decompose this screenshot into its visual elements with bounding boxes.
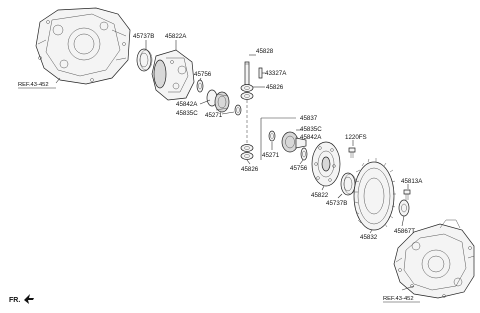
label-45826-bottom: 45826 xyxy=(241,166,259,173)
label-43327A: 43327A xyxy=(265,70,287,77)
part-43327A-pin xyxy=(258,67,263,79)
part-45737B-bearing-top xyxy=(136,48,153,72)
part-45826-gear-bottom xyxy=(240,144,254,160)
ref-label-top-left: REF.43-452 xyxy=(18,82,49,88)
front-label: FR. xyxy=(9,297,20,304)
label-45832: 45832 xyxy=(360,234,378,241)
label-45822: 45822 xyxy=(311,192,329,199)
label-45756-top: 45756 xyxy=(194,71,212,78)
label-45835C-mid: 45835C xyxy=(300,126,322,133)
label-45756-mid: 45756 xyxy=(290,165,308,172)
part-45832-ring-gear xyxy=(353,158,396,231)
part-45826-gear-top xyxy=(240,84,254,100)
label-45842A-mid: 45842A xyxy=(300,134,322,141)
part-45271-pinion-top xyxy=(234,104,242,116)
label-45271-mid: 45271 xyxy=(262,152,280,159)
label-1220FS: 1220FS xyxy=(345,134,367,141)
part-45828-pinion-shaft xyxy=(244,61,250,87)
front-arrow-icon xyxy=(24,294,34,304)
transaxle-case-top-left xyxy=(35,7,131,85)
part-45822A-differential-case xyxy=(151,49,195,101)
label-45826-top: 45826 xyxy=(266,84,284,91)
part-45842A-side-gear-mid xyxy=(281,131,307,153)
part-45756-washer-mid xyxy=(300,147,308,161)
label-45835C-top: 45835C xyxy=(176,110,198,117)
label-45271-top: 45271 xyxy=(205,112,223,119)
label-45867T: 45867T xyxy=(394,228,415,235)
part-1220FS-bolt xyxy=(348,147,356,158)
label-45842A-top: 45842A xyxy=(176,101,198,108)
part-45813A-bolt xyxy=(403,189,411,200)
label-45813A: 45813A xyxy=(401,178,423,185)
label-45737B-bottom: 45737B xyxy=(326,200,347,207)
part-45737B-bearing-bottom xyxy=(340,172,357,196)
part-45822-differential-flange xyxy=(311,141,341,187)
part-45867T-seal xyxy=(398,199,410,217)
label-45737B-top: 45737B xyxy=(133,33,154,40)
front-direction-marker: FR. xyxy=(9,294,34,304)
part-45271-pinion-mid xyxy=(268,130,276,142)
label-45837: 45837 xyxy=(300,115,318,122)
part-45756-washer-top xyxy=(196,79,204,93)
transaxle-case-bottom-right xyxy=(393,219,475,299)
label-45828: 45828 xyxy=(256,48,274,55)
ref-label-bottom-right: REF.43-452 xyxy=(383,296,414,302)
part-45842A-side-gear-top xyxy=(206,89,230,113)
label-45822A: 45822A xyxy=(165,33,187,40)
